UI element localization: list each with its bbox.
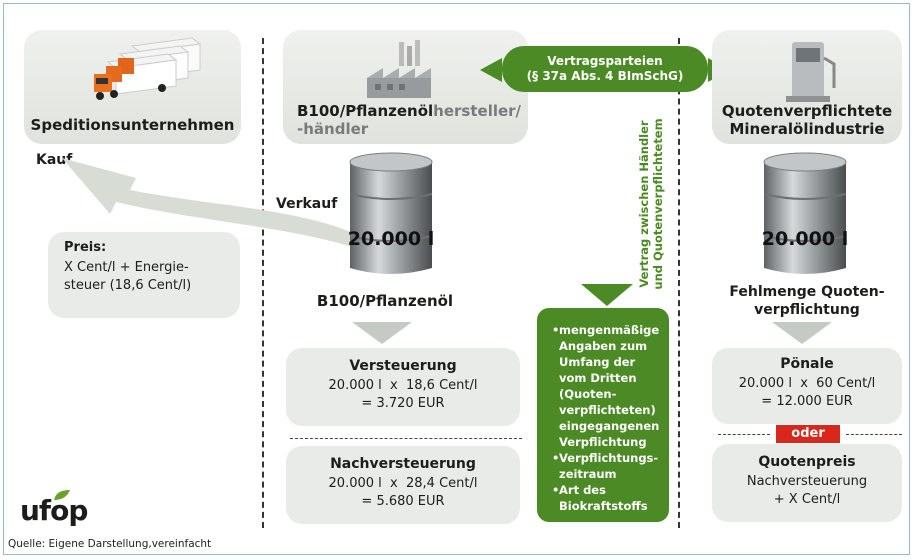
green-list-item-1: mengenmäßige Angaben zum Umfang der vom … [559, 323, 660, 449]
barrel-right-caption2: verpflichtung [754, 302, 860, 318]
parties-pill: Vertragsparteien (§ 37a Abs. 4 BImSchG) [502, 46, 708, 92]
producer-line2: -händler [297, 120, 369, 138]
quotenpreis-title: Quotenpreis [758, 454, 856, 470]
left-hdash [290, 438, 522, 439]
versteuerung-title: Versteuerung [349, 358, 457, 374]
poenale-line1: 20.000 l x 60 Cent/l [738, 376, 876, 391]
barrel-left-icon [349, 152, 433, 274]
nachversteuerung-card: Nachversteuerung 20.000 l x 28,4 Cent/l … [286, 446, 520, 524]
right-hdash-right [846, 434, 902, 435]
poenale-card: Pönale 20.000 l x 60 Cent/l = 12.000 EUR [712, 348, 902, 424]
versteuerung-line1: 20.000 l x 18,6 Cent/l [328, 378, 478, 393]
mineral-card: Quotenverpflichtete Mineralölindustrie [712, 30, 902, 144]
right-separator [678, 38, 680, 528]
parties-line2: (§ 37a Abs. 4 BImSchG) [526, 69, 684, 83]
barrel-right-icon [763, 152, 847, 274]
green-list-item: •Art des Biokraftstoffs [552, 483, 648, 513]
producer-line1-rest: hersteller/ [433, 102, 522, 120]
producer-line1-bold: B100/Pflanzenöl [297, 102, 434, 120]
nachversteuerung-title: Nachversteuerung [330, 456, 476, 472]
green-list-item: •Verpflichtungs-zeitraum [552, 451, 659, 481]
versteuerung-card: Versteuerung 20.000 l x 18,6 Cent/l = 3.… [286, 348, 520, 426]
quotenpreis-card: Quotenpreis Nachversteuerung + X Cent/l [712, 444, 902, 522]
barrel-right-caption1: Fehlmenge Quoten- [729, 284, 885, 300]
kauf-label: Kauf [36, 152, 73, 168]
mineral-line1: Quotenverpflichtete [721, 102, 893, 120]
preis-line2: steuer (18,6 Cent/l) [64, 278, 192, 293]
vertical-line2: und Quotenverpflichtetem [651, 118, 665, 290]
outer-frame [3, 3, 910, 555]
source-note: Quelle: Eigene Darstellung,vereinfacht [8, 538, 212, 550]
quotenpreis-line2: + X Cent/l [773, 492, 841, 507]
vertical-contract-text: Vertrag zwischen Händler und Quotenverpf… [637, 109, 673, 299]
quotenpreis-line1: Nachversteuerung [746, 474, 868, 489]
green-list-item-3: Art des Biokraftstoffs [559, 483, 648, 513]
verkauf-label: Verkauf [276, 196, 338, 212]
ufop-logo: ufop [20, 488, 110, 528]
green-list-item-2: Verpflichtungs-zeitraum [559, 451, 659, 481]
right-hdash-left [718, 434, 770, 435]
left-separator [262, 38, 264, 528]
parties-line1: Vertragsparteien [547, 54, 663, 68]
ufop-leaf-icon [54, 490, 70, 500]
producer-line1: B100/Pflanzenölhersteller/ [297, 102, 521, 120]
green-list-item: •mengenmäßige Angaben zum Umfang der vom… [552, 323, 660, 449]
ufop-logo-text: ufop [20, 494, 88, 527]
poenale-title: Pönale [780, 356, 834, 372]
barrel-left-label: 20.000 l [347, 228, 435, 250]
preis-card: Preis: X Cent/l + Energie- steuer (18,6 … [48, 232, 240, 318]
mineral-line2: Mineralölindustrie [729, 120, 885, 138]
preis-title: Preis: [64, 240, 107, 255]
barrel-left: 20.000 l [346, 150, 436, 280]
spedition-label: Speditionsunternehmen [30, 116, 235, 134]
poenale-line2: = 12.000 EUR [761, 394, 853, 409]
barrel-left-caption: B100/Pflanzenöl [316, 292, 454, 310]
nachversteuerung-line2: = 5.680 EUR [361, 494, 445, 509]
factory-icon [367, 40, 431, 98]
oder-badge: oder [776, 425, 840, 443]
vertical-line1: Vertrag zwischen Händler [637, 120, 651, 288]
green-list-box: •mengenmäßige Angaben zum Umfang der vom… [537, 308, 669, 522]
versteuerung-line2: = 3.720 EUR [361, 396, 445, 411]
trucks-icon [94, 37, 202, 100]
preis-line1: X Cent/l + Energie- [64, 260, 189, 275]
spedition-card: Speditionsunternehmen [24, 30, 241, 144]
producer-card: B100/Pflanzenölhersteller/ -händler [283, 30, 528, 144]
fuel-pump-icon [786, 42, 836, 102]
barrel-right-label: 20.000 l [761, 228, 849, 250]
barrel-right: 20.000 l [760, 150, 850, 280]
nachversteuerung-line1: 20.000 l x 28,4 Cent/l [328, 476, 478, 491]
